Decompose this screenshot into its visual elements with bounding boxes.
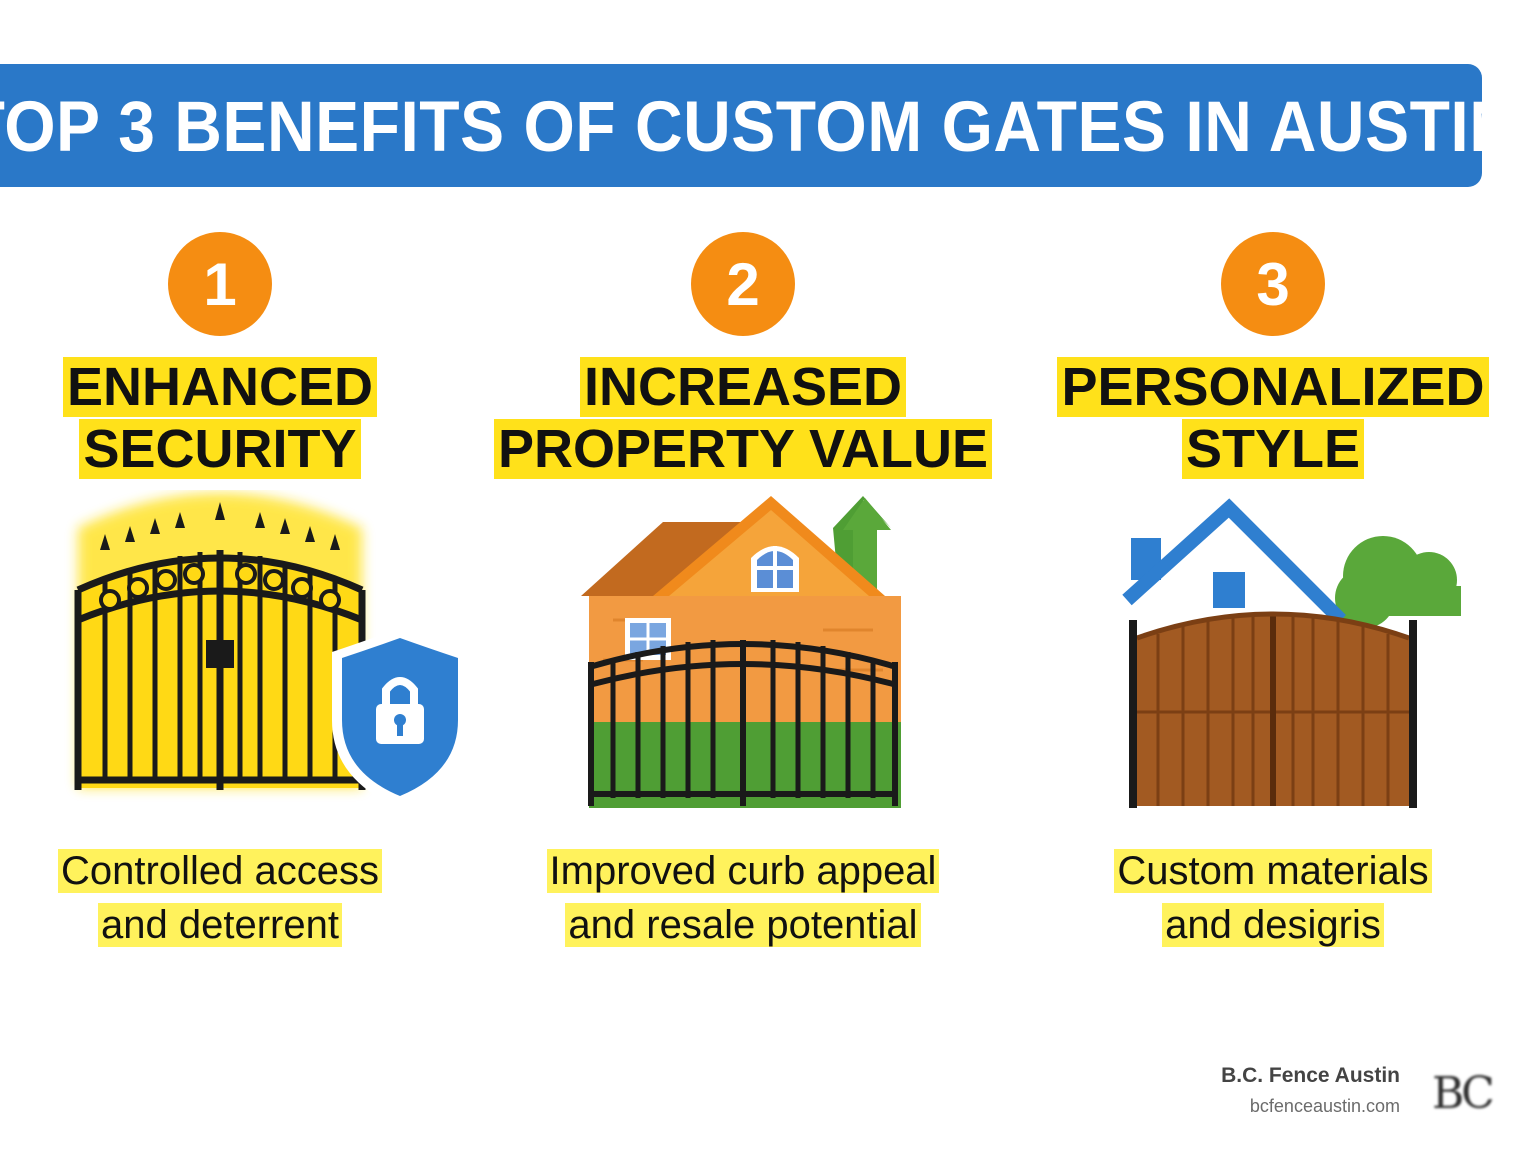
- benefit-heading-line: PROPERTY VALUE: [493, 419, 993, 479]
- brand-logo: BC: [1432, 1068, 1495, 1119]
- number-badge: 2: [691, 232, 795, 336]
- brand-credit: B.C. Fence Austin bcfenceaustin.com: [1221, 1064, 1400, 1117]
- house-wooden-gate-icon: [1122, 498, 1461, 808]
- benefit-description-line: and desigris: [1162, 903, 1384, 947]
- benefit-description-line: and deterrent: [98, 903, 342, 947]
- benefit-heading-line: STYLE: [1181, 419, 1365, 479]
- house-gate-arrow-up-icon: [581, 496, 901, 808]
- benefit-card-personalized-style: 3 PERSONALIZED STYLE Custo: [1023, 232, 1523, 947]
- page-title: TOP 3 BENEFITS OF CUSTOM GATES IN AUSTIN: [0, 85, 1518, 166]
- benefit-description: Custom materials and desigris: [1023, 844, 1523, 952]
- benefit-description-line: Controlled access: [58, 849, 382, 893]
- benefit-heading-line: SECURITY: [79, 419, 361, 479]
- number-badge: 1: [168, 232, 272, 336]
- brand-url: bcfenceaustin.com: [1249, 1096, 1400, 1116]
- benefit-description: Controlled access and deterrent: [0, 844, 470, 952]
- benefit-card-security: 1 ENHANCED SECURITY: [0, 232, 470, 947]
- benefit-heading-line: PERSONALIZED: [1057, 357, 1489, 417]
- title-banner: TOP 3 BENEFITS OF CUSTOM GATES IN AUSTIN: [0, 64, 1517, 187]
- benefit-description: Improved curb appeal and resale potentia…: [493, 844, 993, 952]
- brand-name: B.C. Fence Austin: [1221, 1064, 1400, 1087]
- benefit-heading: ENHANCED SECURITY: [0, 356, 470, 480]
- benefit-heading: INCREASED PROPERTY VALUE: [493, 356, 993, 480]
- benefit-heading: PERSONALIZED STYLE: [1023, 356, 1523, 480]
- benefit-heading-line: INCREASED: [579, 357, 907, 417]
- iron-gate-shield-lock-icon: [74, 493, 468, 808]
- benefit-card-property-value: 2 INCREASED PROPERTY VALUE: [493, 232, 993, 947]
- number-badge: 3: [1221, 232, 1325, 336]
- benefit-heading-line: ENHANCED: [62, 357, 378, 417]
- benefit-description-line: and resale potential: [565, 903, 921, 947]
- benefit-description-line: Custom materials: [1114, 849, 1432, 893]
- benefit-description-line: Improved curb appeal: [546, 849, 940, 893]
